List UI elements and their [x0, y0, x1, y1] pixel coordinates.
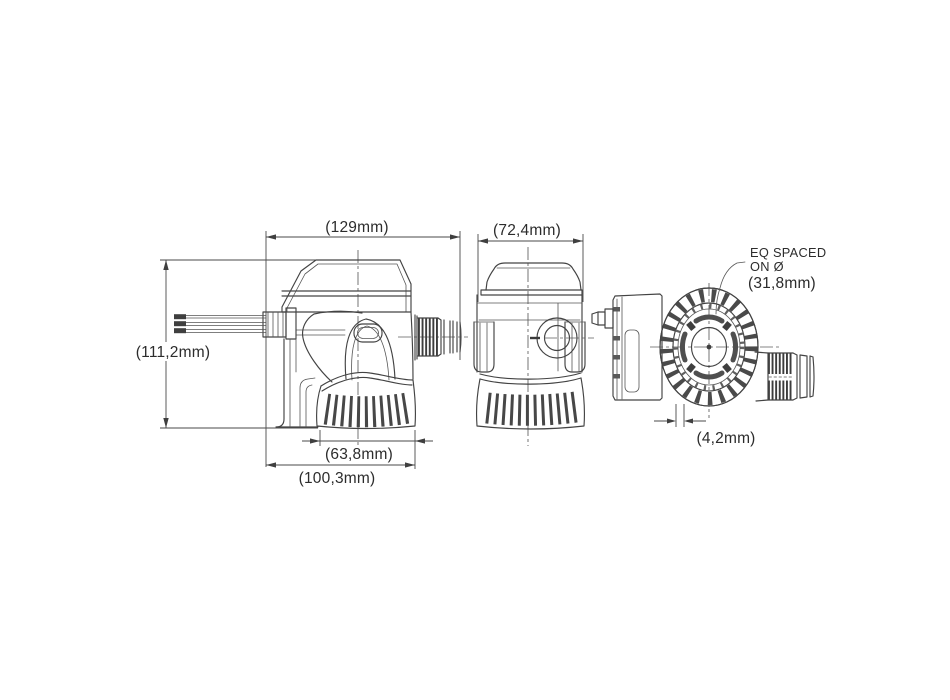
- mounting-bracket: [275, 338, 319, 428]
- dimension-overall-length: (129mm): [265, 219, 461, 467]
- side-port: [530, 317, 594, 359]
- eq-spaced-note: EQ SPACED ON Ø (31,8mm): [748, 245, 826, 292]
- leader-line: [715, 261, 746, 315]
- dimensions: (129mm) (72,4mm) (111,2mm) (63,8mm): [129, 219, 826, 487]
- dim-label-base-length: (100,3mm): [299, 470, 376, 487]
- side-view: [174, 250, 468, 447]
- dimension-body-width: (72,4mm): [477, 222, 584, 302]
- top-cap: [480, 262, 583, 296]
- pump-head-edge: [301, 310, 363, 383]
- note-line-1: EQ SPACED: [750, 245, 826, 260]
- wire-terminal: [174, 321, 186, 327]
- dim-label-slot-width: (4,2mm): [696, 430, 755, 447]
- dimension-slot-width: (4,2mm): [654, 404, 755, 447]
- check-valve-arch: [344, 318, 396, 381]
- dim-label-overall-height: (111,2mm): [136, 344, 210, 361]
- strainer-base: [476, 372, 585, 430]
- cable-gland: [262, 307, 297, 340]
- dimension-overall-height: (111,2mm): [129, 259, 318, 429]
- note-line-2: ON Ø: [750, 259, 784, 274]
- strainer-slots: [323, 392, 411, 428]
- front-view: [473, 247, 594, 446]
- note-line-3: (31,8mm): [748, 275, 816, 292]
- motor-block: [591, 293, 663, 401]
- motor-housing-outline: [281, 259, 412, 313]
- strainer-slots: [485, 391, 579, 426]
- dim-label-body-width: (72,4mm): [493, 222, 561, 239]
- dimension-base-length: (100,3mm): [266, 462, 415, 487]
- bottom-view: [591, 261, 815, 418]
- dim-label-overall-length: (129mm): [325, 219, 388, 236]
- outlet-port: [414, 314, 462, 361]
- wire-terminal: [174, 328, 186, 334]
- center-mark: [706, 344, 712, 350]
- outlet-port: [754, 351, 815, 402]
- mounting-clip-left: [473, 321, 495, 373]
- dim-label-strainer-width: (63,8mm): [325, 446, 393, 463]
- strainer-base: [316, 371, 416, 430]
- rib-ring: [660, 289, 758, 405]
- eq-spaced-slots: [679, 314, 739, 380]
- wires: [174, 314, 267, 334]
- wire-terminal: [174, 314, 186, 320]
- test-nipple: [591, 308, 614, 329]
- dimension-strainer-width: (63,8mm): [302, 430, 433, 469]
